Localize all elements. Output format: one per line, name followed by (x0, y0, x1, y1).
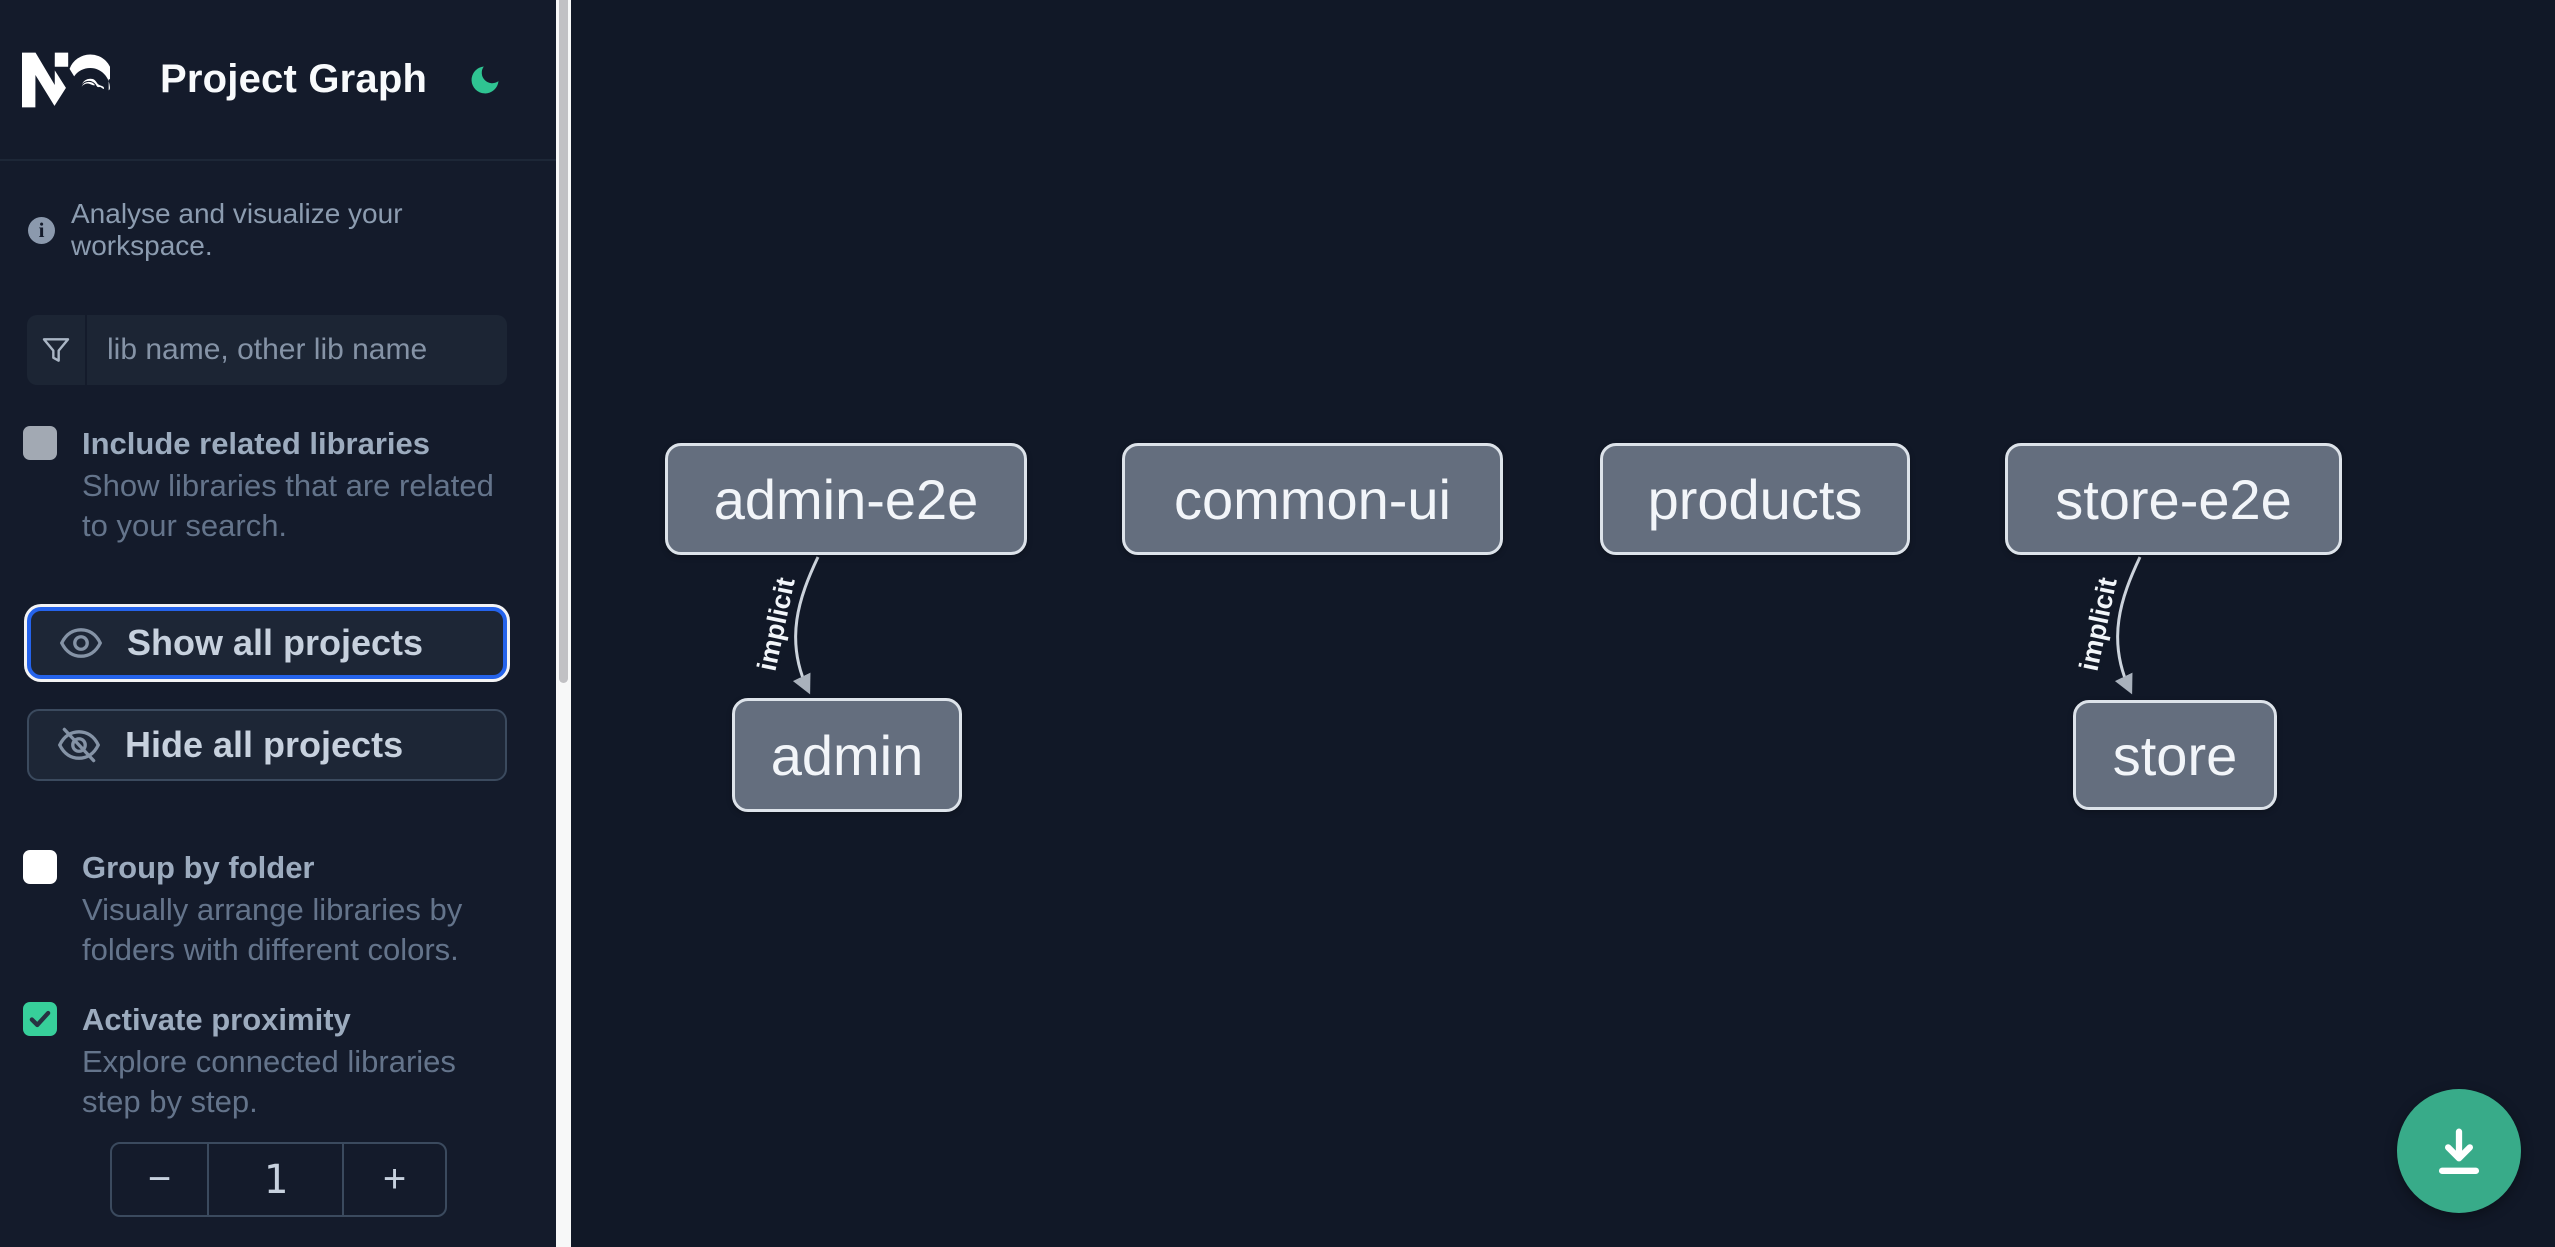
download-icon (2438, 1128, 2480, 1174)
edge-admin-e2e-to-admin[interactable] (792, 556, 820, 695)
graph-node-store-e2e[interactable]: store-e2e (2005, 443, 2342, 555)
info-text: Analyse and visualize your workspace. (71, 198, 403, 261)
sidebar: Project Graph i Analyse and visualize yo… (0, 0, 556, 1247)
toggle-activate-proximity: Activate proximity Explore connected lib… (23, 1000, 523, 1122)
scrollbar-thumb[interactable] (559, 0, 568, 683)
funnel-icon (27, 315, 87, 385)
graph-node-admin-e2e[interactable]: admin-e2e (665, 443, 1027, 555)
proximity-stepper: − 1 + (110, 1142, 447, 1217)
sidebar-scrollbar[interactable] (556, 0, 571, 1247)
toggle-description: Visually arrange libraries by folders wi… (82, 892, 463, 967)
activate-proximity-checkbox[interactable] (23, 1002, 57, 1036)
show-all-projects-button[interactable]: Show all projects (27, 607, 507, 679)
button-label: Show all projects (127, 622, 424, 663)
nx-logo-icon (22, 52, 110, 107)
stepper-decrement-button[interactable]: − (112, 1144, 209, 1215)
toggle-description: Explore connected libraries step by step… (82, 1044, 456, 1119)
info-icon: i (28, 216, 55, 244)
hide-all-projects-button[interactable]: Hide all projects (27, 709, 507, 781)
workspace-info: i Analyse and visualize your workspace. (28, 198, 528, 262)
check-icon (29, 1010, 51, 1028)
group-by-folder-checkbox[interactable] (23, 850, 57, 884)
search-input[interactable] (87, 315, 507, 385)
library-filter (27, 315, 507, 385)
graph-node-store[interactable]: store (2073, 700, 2277, 810)
include-related-checkbox[interactable] (23, 426, 57, 460)
eye-off-icon (57, 727, 101, 763)
graph-node-products[interactable]: products (1600, 443, 1910, 555)
eye-icon (59, 628, 103, 658)
edge-label-implicit: implicit (752, 575, 801, 674)
graph-canvas[interactable]: implicit implicit admin-e2e common-ui pr… (571, 0, 2555, 1247)
toggle-include-related: Include related libraries Show libraries… (23, 424, 523, 546)
stepper-value: 1 (209, 1144, 344, 1215)
toggle-group-by-folder: Group by folder Visually arrange librari… (23, 848, 523, 970)
toggle-title: Include related libraries (82, 426, 431, 461)
graph-node-common-ui[interactable]: common-ui (1122, 443, 1503, 555)
stepper-increment-button[interactable]: + (382, 1157, 407, 1201)
graph-node-admin[interactable]: admin (732, 698, 962, 812)
edge-store-e2e-to-store[interactable] (2114, 556, 2142, 695)
download-graph-button[interactable] (2397, 1089, 2521, 1213)
sidebar-header: Project Graph (0, 0, 556, 161)
button-label: Hide all projects (125, 724, 404, 765)
toggle-title: Group by folder (82, 850, 315, 885)
graph-edges: implicit implicit (749, 556, 2142, 695)
edge-label-implicit: implicit (2074, 575, 2123, 674)
toggle-description: Show libraries that are related to your … (82, 468, 494, 543)
toggle-title: Activate proximity (82, 1002, 351, 1037)
dark-mode-toggle-moon-icon[interactable] (467, 62, 503, 98)
page-title: Project Graph (160, 57, 428, 101)
